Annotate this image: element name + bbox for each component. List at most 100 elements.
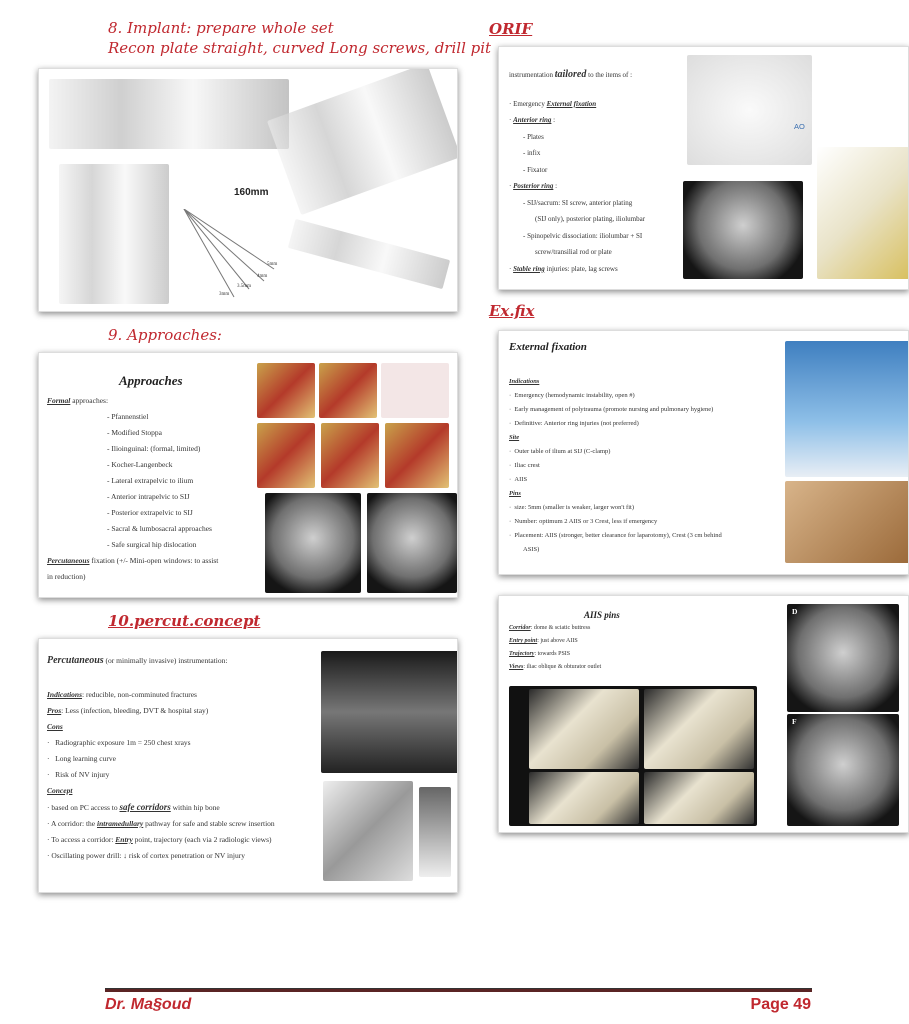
indications-label: Indications bbox=[509, 378, 540, 385]
implant-slide: 160mm 5mm 4mm 3.5mm 3mm bbox=[38, 68, 458, 312]
percut-text-cont: in reduction) bbox=[47, 572, 86, 581]
list-item: (SIJ only), posterior plating, iliolumba… bbox=[509, 211, 645, 228]
pelvis-diagram bbox=[687, 55, 812, 165]
xray-image bbox=[787, 604, 899, 712]
list-item: - Spinopelvic dissociation: iliolumbar +… bbox=[523, 231, 643, 240]
percut-slide: Percutaneous (or minimally invasive) ins… bbox=[38, 638, 458, 893]
item-text: Plates bbox=[527, 132, 544, 141]
list-item: - Sacral & lumbosacral approaches bbox=[107, 524, 212, 533]
emphasis: safe corridors bbox=[119, 802, 171, 812]
heading-text: (or minimally invasive) instrumentation: bbox=[103, 656, 228, 665]
xray-image bbox=[265, 493, 361, 593]
item-text: : bbox=[551, 116, 556, 124]
emphasis: Anterior ring bbox=[513, 116, 552, 124]
item-text: SIJ/sacrum: SI screw, anterior plating bbox=[527, 198, 633, 207]
list-item: A corridor: the bbox=[50, 819, 97, 828]
row-label: Trajectory bbox=[509, 651, 535, 657]
list-item: · Anterior ring : bbox=[509, 116, 556, 124]
panel-label: F bbox=[792, 717, 797, 726]
emphasis: Entry bbox=[115, 835, 133, 844]
bone-model-photo bbox=[529, 689, 639, 769]
list-item: Long learning curve bbox=[55, 754, 116, 763]
anatomy-diagram bbox=[381, 363, 449, 418]
xray-image bbox=[683, 181, 803, 279]
surgical-photo bbox=[319, 363, 377, 418]
exfix-title: Ex.fix bbox=[489, 302, 535, 320]
indications-text: : reducible, non-comminuted fractures bbox=[82, 690, 197, 699]
list-item: - Safe surgical hip dislocation bbox=[107, 540, 197, 549]
slide-heading: AIIS pins bbox=[584, 610, 620, 620]
list-item: Placement: AIIS (stronger, better cleara… bbox=[514, 532, 722, 539]
list-item: Risk of NV injury bbox=[55, 770, 110, 779]
list-item: screw/transilial rod or plate bbox=[509, 244, 645, 261]
implant-subtitle: Recon plate straight, curved Long screws… bbox=[108, 39, 492, 57]
list-item: Definitive: Anterior ring injuries (not … bbox=[514, 420, 639, 427]
item-text: injuries: plate, lag screws bbox=[544, 264, 618, 273]
row-label: Views bbox=[509, 664, 524, 670]
site-label: Site bbox=[509, 434, 520, 441]
emphasis: tailored bbox=[554, 69, 587, 80]
surgical-photo bbox=[385, 423, 449, 488]
pros-label: Pros bbox=[47, 706, 62, 715]
panel-label: D bbox=[792, 607, 798, 616]
list-item: - Plates bbox=[523, 132, 544, 141]
list-item: · Stable ring injuries: plate, lag screw… bbox=[509, 264, 618, 273]
intro-text: to the items of : bbox=[586, 71, 633, 79]
drill-label: 3.5mm bbox=[237, 284, 252, 289]
posterior-plating-diagram bbox=[817, 147, 908, 279]
intro-text: instrumentation bbox=[509, 71, 555, 79]
row-text: : iliac oblique & obturator outlet bbox=[523, 664, 602, 670]
surgical-photo bbox=[257, 363, 315, 418]
orif-section-heading: ORIF bbox=[489, 20, 532, 38]
drill-diagram bbox=[419, 787, 451, 877]
exfix-slide: External fixation Indications · Emergenc… bbox=[498, 330, 909, 575]
percut-text: fixation (+/- Mini-open windows: to assi… bbox=[89, 556, 219, 565]
implant-section-heading: 8. Implant: prepare whole set Recon plat… bbox=[108, 18, 491, 58]
list-item-rest: within hip bone bbox=[170, 803, 220, 812]
footer-rule bbox=[105, 988, 812, 992]
aiis-slide: AIIS pins Corridor: dome & sciatic buttr… bbox=[498, 595, 909, 833]
list-item: - Kocher-Langenbeck bbox=[107, 460, 173, 469]
drill-label: 5mm bbox=[267, 262, 278, 267]
formal-label: Formal bbox=[47, 396, 71, 405]
list-item: Number: optimum 2 AIIS or 3 Crest, less … bbox=[514, 518, 658, 525]
ao-logo: AO bbox=[794, 122, 805, 131]
row-text: : towards PSIS bbox=[534, 651, 571, 657]
slide-heading: Approaches bbox=[119, 373, 183, 388]
concept-label: Concept bbox=[47, 786, 73, 795]
row-text: : dome & sciatic buttress bbox=[530, 625, 591, 631]
list-item: based on PC access to bbox=[51, 803, 120, 812]
item-text: Spinopelvic dissociation: iliolumbar + S… bbox=[527, 231, 643, 240]
row-text: : just above AIIS bbox=[537, 638, 578, 644]
bone-model-photo bbox=[644, 772, 754, 824]
list-item: - Fixator bbox=[523, 165, 548, 174]
curved-plates-photo bbox=[267, 69, 457, 216]
list-item: Iliac crest bbox=[514, 462, 540, 469]
hip-bone-diagram bbox=[323, 781, 413, 881]
list-item: Oscillating power drill: ↓ risk of corte… bbox=[51, 851, 245, 860]
list-item: Early management of polytrauma (promote … bbox=[514, 406, 714, 413]
implant-title: 8. Implant: prepare whole set bbox=[108, 19, 334, 37]
pins-label: Pins bbox=[509, 490, 521, 497]
list-item: - Lateral extrapelvic to ilium bbox=[107, 476, 194, 485]
list-item-rest: point, trajectory (each via 2 radiologic… bbox=[132, 835, 272, 844]
clinical-photo bbox=[785, 481, 908, 563]
percut-label: Percutaneous bbox=[47, 556, 90, 565]
list-item-cont: ASIS) bbox=[523, 546, 540, 553]
pros-text: : Less (infection, bleeding, DVT & hospi… bbox=[61, 706, 209, 715]
approaches-slide: Approaches Formal approaches: - Pfannens… bbox=[38, 352, 458, 598]
xray-image bbox=[787, 714, 899, 826]
row-label: Entry point bbox=[509, 638, 538, 644]
emphasis: Stable ring bbox=[513, 264, 545, 273]
list-item: - Anterior intrapelvic to SIJ bbox=[107, 492, 190, 501]
list-item: To access a corridor: bbox=[51, 835, 116, 844]
page-number: Page 49 bbox=[750, 996, 811, 1013]
item-text: Fixator bbox=[527, 165, 548, 174]
slide-heading: Percutaneous bbox=[47, 655, 104, 666]
indications-label: Indications bbox=[47, 690, 83, 699]
orif-list: · Emergency External fixation· Anterior … bbox=[509, 96, 645, 278]
bone-model-photo bbox=[529, 772, 639, 824]
item-text: infix bbox=[527, 149, 541, 157]
list-item-rest: pathway for safe and stable screw insert… bbox=[143, 819, 275, 828]
item-text: (SIJ only), posterior plating, iliolumba… bbox=[535, 215, 646, 223]
